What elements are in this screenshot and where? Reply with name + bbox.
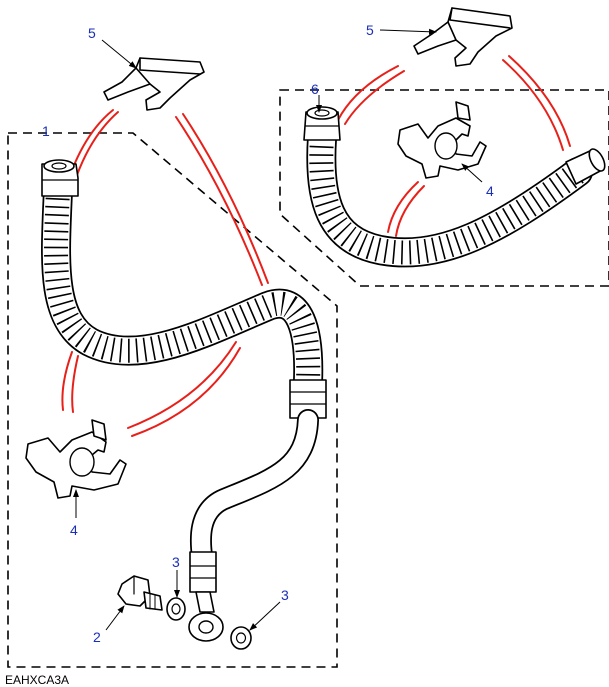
- group-boundary-front-hose: [7, 132, 338, 668]
- hose-clip-right: [397, 101, 487, 179]
- callout-washer-lower: 3: [281, 587, 289, 603]
- callout-clip-left: 4: [70, 522, 78, 538]
- association-lines: [61, 55, 571, 437]
- spring-clip-left: [103, 57, 205, 111]
- figure-caption: EAHXCA3A: [5, 673, 69, 687]
- sealing-washer-upper: [166, 597, 186, 621]
- leader-lines: [73, 28, 483, 631]
- spring-clip-right: [413, 7, 513, 67]
- callout-hose-rear: 6: [311, 81, 319, 97]
- callout-banjo-bolt: 2: [93, 629, 101, 645]
- callout-clip-right: 4: [486, 183, 494, 199]
- sealing-washer-lower: [230, 626, 252, 650]
- banjo-bolt: [117, 575, 163, 611]
- callout-washer-upper: 3: [172, 554, 180, 570]
- callout-spring-clip-left: 5: [88, 25, 96, 41]
- group-boundary-rear-hose: [279, 89, 609, 287]
- hose-clip-left: [25, 419, 127, 499]
- rear-hose: [303, 106, 606, 268]
- front-hose: [41, 159, 327, 642]
- callout-hose-front: 1: [42, 123, 50, 139]
- callout-spring-clip-right: 5: [366, 22, 374, 38]
